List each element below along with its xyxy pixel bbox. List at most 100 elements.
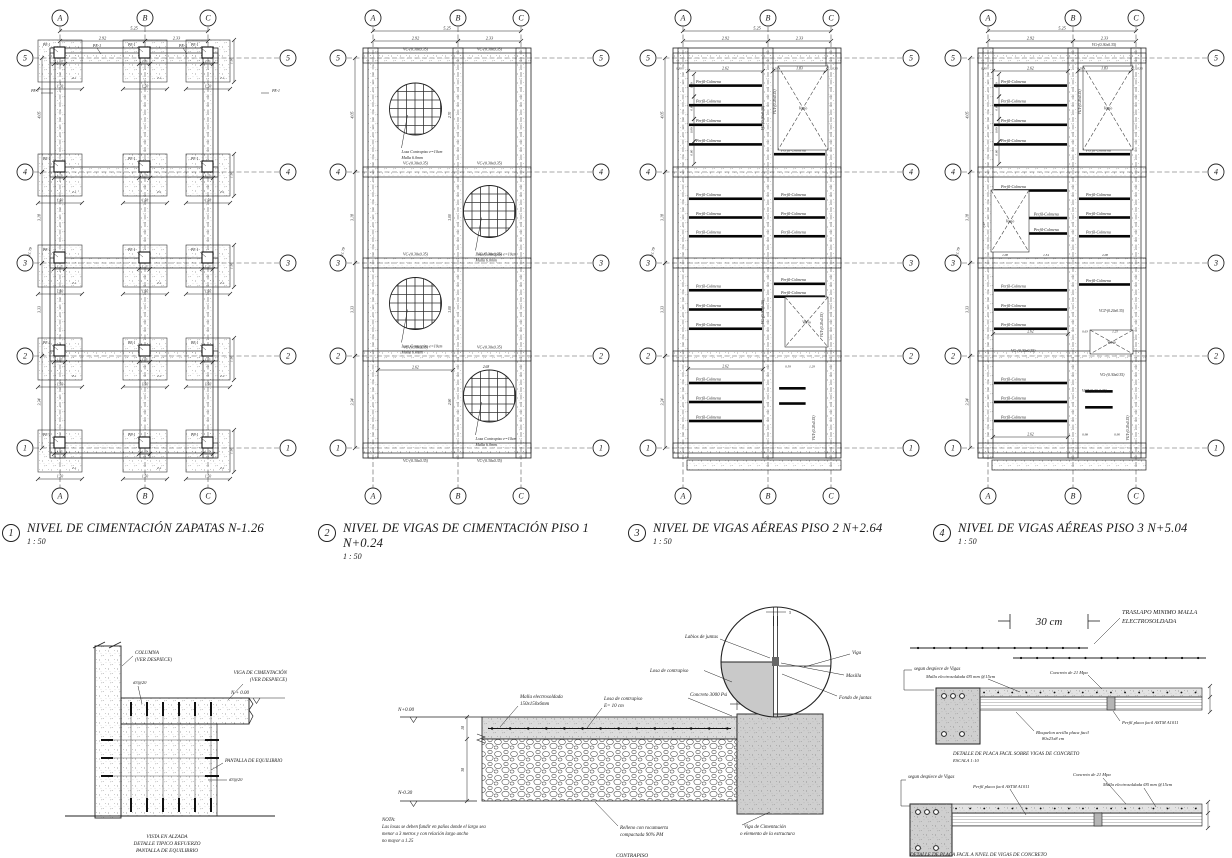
svg-text:VC-(0.30x0.35): VC-(0.30x0.35)	[403, 458, 429, 463]
svg-text:Malla 6.0mm: Malla 6.0mm	[475, 258, 497, 263]
svg-text:3: 3	[285, 259, 290, 268]
svg-text:3.18: 3.18	[660, 214, 665, 221]
label-malla-1: Malla electrosoldada Ø5 mm @15cm	[925, 674, 996, 679]
vigas-aereas-plan: Perfil-ColmenaPerfil-ColmenaPerfil-Colme…	[672, 47, 842, 471]
svg-text:4: 4	[286, 168, 290, 177]
svg-text:1.90: 1.90	[230, 58, 234, 64]
svg-text:PE-1: PE-1	[190, 248, 199, 252]
svg-text:Vacío: Vacío	[802, 321, 811, 325]
svg-text:B: B	[766, 492, 771, 501]
svg-text:Losa Contrapiso e=10cm: Losa Contrapiso e=10cm	[475, 252, 517, 257]
svg-text:PE-1: PE-1	[42, 433, 51, 437]
svg-text:3.24: 3.24	[660, 399, 665, 406]
svg-text:Perfil-Colmena: Perfil-Colmena	[1033, 227, 1059, 232]
svg-text:5: 5	[286, 54, 290, 63]
label-relleno: Relleno con rocamuerta	[619, 826, 669, 831]
svg-text:1: 1	[599, 444, 603, 453]
svg-text:1.15: 1.15	[142, 449, 148, 453]
svg-text:4.05: 4.05	[660, 112, 665, 119]
svg-text:Z-1: Z-1	[157, 374, 162, 378]
svg-text:Z-1: Z-1	[72, 76, 77, 80]
label-losa-contrapiso: Losa de contrapiso	[649, 669, 689, 674]
svg-text:1.50: 1.50	[57, 289, 63, 293]
svg-text:2.62: 2.62	[412, 365, 419, 369]
svg-text:C: C	[828, 492, 834, 501]
svg-text:B: B	[143, 14, 148, 23]
svg-text:4: 4	[646, 168, 650, 177]
rebar-bars	[101, 702, 219, 812]
label-level: N + 0.00	[230, 691, 249, 696]
svg-text:2.90: 2.90	[448, 399, 452, 405]
svg-text:Perfil-Colmena: Perfil-Colmena	[695, 322, 721, 327]
svg-text:Malla 6.0mm: Malla 6.0mm	[475, 442, 497, 447]
svg-text:2.62: 2.62	[1027, 329, 1033, 333]
svg-text:Perfil-Colmena: Perfil-Colmena	[695, 79, 721, 84]
svg-text:Z-1: Z-1	[157, 281, 162, 285]
plan-vigas-aereas-p3-drawing: Perfil-ColmenaPerfil-ColmenaPerfil-Colme…	[944, 9, 1225, 505]
svg-text:PE-1: PE-1	[42, 341, 51, 345]
svg-text:A: A	[985, 14, 991, 23]
svg-text:0.89: 0.89	[690, 105, 694, 111]
svg-text:VC-(0.30x0.35): VC-(0.30x0.35)	[477, 345, 503, 350]
plan1-title-text: NIVEL DE CIMENTACIÓN ZAPATAS N-1.26	[27, 521, 264, 535]
svg-text:Perfil-Colmena: Perfil-Colmena	[695, 284, 721, 289]
plan2-number-bubble: 2	[318, 524, 336, 542]
label-perfil-1: Perfil placa facil ASTM A1011	[1121, 720, 1178, 725]
svg-text:VGT-(0.20x0.35): VGT-(0.20x0.35)	[1126, 415, 1130, 441]
svg-text:1.15: 1.15	[142, 264, 148, 268]
svg-text:VGT-(0.20x0.35): VGT-(0.20x0.35)	[812, 415, 816, 441]
svg-text:Perfil-Colmena: Perfil-Colmena	[780, 290, 806, 295]
label-labios: Labios de juntas	[684, 635, 718, 640]
caption-contrapiso: CONTRAPISO	[616, 853, 648, 858]
svg-text:Perfil-Colmena: Perfil-Colmena	[695, 211, 721, 216]
svg-text:1.50: 1.50	[142, 382, 148, 386]
svg-text:1.50: 1.50	[142, 84, 148, 88]
label-bloquelon: Bloquelon arcilla placa facil	[1036, 730, 1090, 735]
svg-text:Perfil-Colmena: Perfil-Colmena	[1000, 376, 1026, 381]
svg-text:A: A	[57, 14, 63, 23]
svg-text:B: B	[1071, 14, 1076, 23]
svg-text:Perfil-Colmena: Perfil-Colmena	[695, 395, 721, 400]
dim-fill-thickness: 30	[461, 768, 465, 772]
svg-text:C: C	[205, 14, 211, 23]
svg-text:5.25: 5.25	[130, 25, 137, 30]
label-concreto: Concreto 3000 Psi	[690, 693, 728, 698]
svg-text:Malla 6.0mm: Malla 6.0mm	[401, 350, 423, 355]
svg-text:2.92: 2.92	[99, 35, 106, 40]
plan3-title-text: NIVEL DE VIGAS AÉREAS PISO 2 N+2.64	[653, 521, 883, 535]
plan-vigas-cimentacion-drawing: VC-(0.30x0.35) VC-(0.30x0.35) VC-(0.30x0.3…	[329, 9, 610, 505]
svg-text:2.33: 2.33	[486, 35, 493, 40]
svg-text:C: C	[1133, 492, 1139, 501]
svg-text:Z-1: Z-1	[157, 190, 162, 194]
label-despiece-2: segun despiece de Vigas	[908, 775, 955, 780]
svg-text:0.30: 0.30	[981, 67, 987, 71]
vigas-cimentacion-plan: VC-(0.30x0.35) VC-(0.30x0.35) VC-(0.30x0.3…	[362, 47, 532, 463]
svg-text:3: 3	[908, 259, 913, 268]
plan-zapatas-drawing: PE-11.15Z-11.50PE-11.15Z-11.50PE-11.15Z-…	[16, 9, 297, 505]
svg-text:1.90: 1.90	[230, 263, 234, 269]
svg-text:3.33: 3.33	[37, 306, 42, 313]
svg-text:11.79: 11.79	[26, 247, 33, 257]
svg-text:2.70: 2.70	[448, 112, 452, 118]
leader-lines	[703, 638, 851, 697]
svg-text:Perfil-Colmena: Perfil-Colmena	[1000, 395, 1026, 400]
svg-text:4.05: 4.05	[37, 112, 42, 119]
svg-text:2.62: 2.62	[722, 66, 729, 70]
traslapo-drawing	[910, 614, 1206, 660]
svg-text:Perfil-Colmena: Perfil-Colmena	[780, 211, 806, 216]
svg-text:Perfil-Colmena: Perfil-Colmena	[780, 230, 806, 235]
svg-text:2: 2	[599, 352, 603, 361]
svg-text:2.68: 2.68	[483, 365, 489, 369]
nota-line4: no mayor a 1.25	[382, 839, 414, 844]
svg-text:1.50: 1.50	[205, 289, 211, 293]
svg-text:0.98: 0.98	[1082, 433, 1088, 437]
svg-text:Vacío: Vacío	[799, 107, 808, 111]
svg-text:Malla 6.0mm: Malla 6.0mm	[401, 155, 423, 160]
svg-text:1: 1	[909, 444, 913, 453]
label-viga: Viga	[852, 651, 862, 656]
svg-text:3.33: 3.33	[350, 306, 355, 313]
svg-text:4.05: 4.05	[350, 112, 355, 119]
svg-text:3.34: 3.34	[37, 399, 42, 406]
plan3-title: 3 NIVEL DE VIGAS AÉREAS PISO 2 N+2.64 1 …	[628, 521, 933, 546]
svg-text:VC-(0.30x0.35): VC-(0.30x0.35)	[477, 252, 503, 257]
